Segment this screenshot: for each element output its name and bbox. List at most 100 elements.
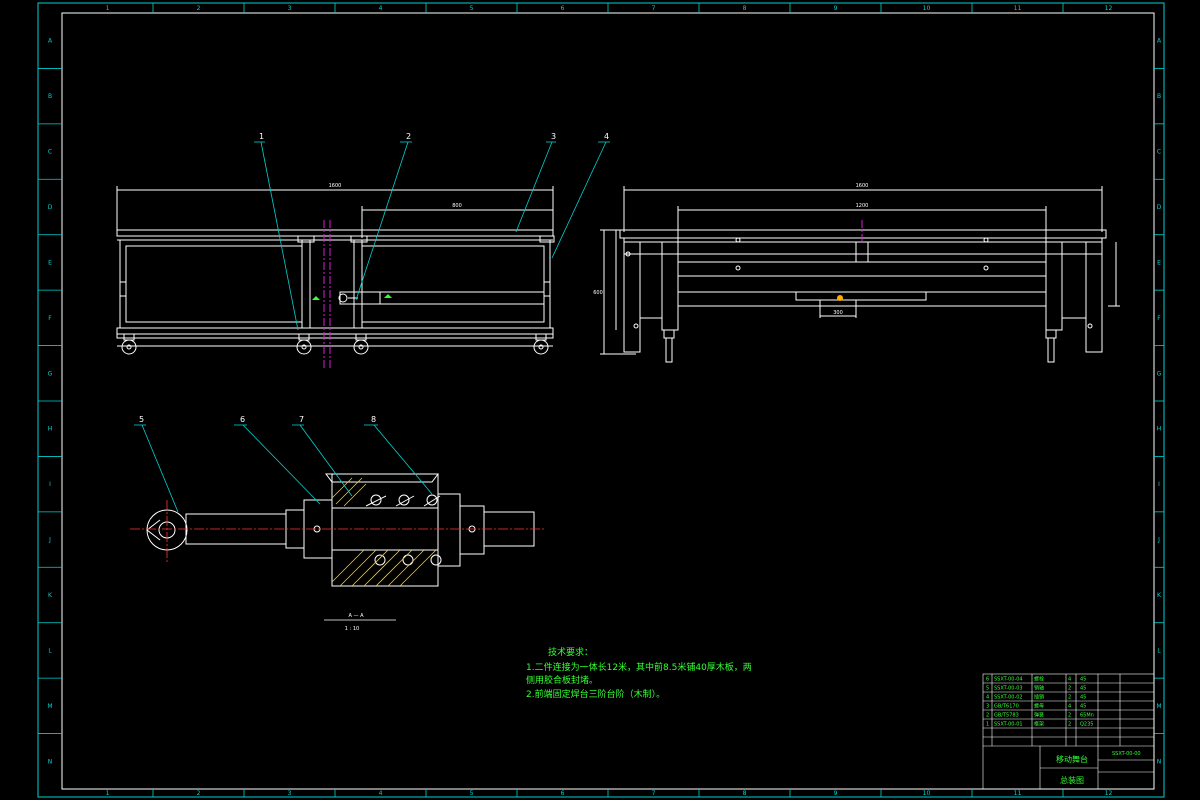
- zone-row-label: L: [1157, 647, 1161, 654]
- bom-qty: 4: [1068, 677, 1071, 683]
- bom-name: 螺母: [1034, 703, 1044, 710]
- caster-wheel-2: [296, 333, 312, 355]
- zone-column-label: 3: [288, 790, 292, 797]
- bom-qty: 2: [1068, 722, 1071, 728]
- bom-code: GB/T6170: [994, 704, 1019, 710]
- bom-code: SSXT-00-03: [994, 686, 1023, 692]
- bom-qty: 2: [1068, 686, 1071, 692]
- zone-column-label: 1: [106, 790, 110, 797]
- zone-column-label: 5: [470, 5, 474, 12]
- caster-wheel-1: [121, 333, 137, 355]
- bom-qty: 4: [1068, 704, 1071, 710]
- zone-row-label: C: [48, 149, 52, 156]
- zone-row-label: B: [1157, 93, 1161, 100]
- zone-column-label: 10: [923, 5, 931, 12]
- zone-row-label: E: [48, 259, 52, 266]
- balloon-number: 1: [259, 132, 264, 141]
- balloon-number: 6: [240, 415, 245, 424]
- section-detail-axis: [130, 500, 546, 562]
- section-scale: 1 : 10: [345, 626, 359, 632]
- title-block-name: 移动舞台: [1056, 754, 1088, 764]
- balloon-number: 3: [551, 132, 556, 141]
- side-caster-right: [1045, 329, 1057, 363]
- zone-row-label: J: [48, 537, 51, 544]
- bom-material: 45: [1080, 695, 1086, 701]
- balloon-number: 8: [371, 415, 376, 424]
- zone-column-label: 11: [1014, 790, 1022, 797]
- title-block-drawing-no: 总装图: [1060, 775, 1084, 785]
- center-axis-lines: [323, 220, 331, 368]
- bom-material: Q235: [1080, 722, 1093, 728]
- zone-column-label: 9: [834, 790, 838, 797]
- section-detail-view: [146, 473, 535, 587]
- zone-column-label: 6: [561, 790, 565, 797]
- zone-column-label: 4: [379, 5, 383, 12]
- dim-side-partial: 1200: [856, 203, 869, 209]
- dim-side-overall: 1600: [856, 183, 869, 189]
- bom-qty: 2: [1068, 713, 1071, 719]
- zone-column-label: 11: [1014, 5, 1022, 12]
- bom-index: 2: [986, 713, 989, 719]
- zone-row-label: I: [49, 481, 51, 488]
- zone-column-label: 10: [923, 790, 931, 797]
- zone-column-label: 5: [470, 790, 474, 797]
- side-view: [600, 186, 1120, 363]
- bom-material: 45: [1080, 704, 1086, 710]
- bom-code: SSXT-00-01: [994, 722, 1023, 728]
- section-label: A — A: [348, 613, 364, 619]
- zone-column-label: 12: [1105, 790, 1113, 797]
- side-caster-left: [663, 329, 675, 363]
- zone-row-label: I: [1158, 481, 1160, 488]
- zone-column-label: 7: [652, 790, 656, 797]
- dim-front-partial: 800: [452, 203, 462, 209]
- section-markers: [312, 294, 392, 300]
- bom-name: 弹簧: [1034, 712, 1044, 719]
- zone-column-label: 8: [743, 5, 747, 12]
- zone-row-label: B: [48, 93, 52, 100]
- front-view: [116, 186, 555, 355]
- zone-row-label: H: [48, 426, 53, 433]
- zone-column-label: 8: [743, 790, 747, 797]
- caster-wheel-4: [533, 333, 549, 355]
- zone-row-label: M: [47, 703, 52, 710]
- zone-row-label: D: [1157, 204, 1162, 211]
- bom-code: GB/T5783: [994, 713, 1019, 719]
- balloon-number: 5: [139, 415, 144, 424]
- title-block-code: SSXT-00-00: [1112, 751, 1141, 757]
- bom-index: 4: [986, 695, 989, 701]
- bom-index: 6: [986, 677, 989, 683]
- bom-name: 螺栓: [1034, 676, 1044, 683]
- bom-name: 插销: [1034, 694, 1044, 701]
- notes-title: 技术要求：: [548, 646, 593, 658]
- bom-index: 3: [986, 704, 989, 710]
- zone-row-label: N: [48, 758, 53, 765]
- bom-name: 销轴: [1034, 685, 1044, 692]
- zone-row-label: K: [48, 592, 53, 599]
- zone-column-label: 7: [652, 5, 656, 12]
- zone-column-label: 3: [288, 5, 292, 12]
- zone-ticks: [38, 3, 1164, 797]
- zone-column-label: 2: [197, 5, 201, 12]
- zone-row-label: F: [1157, 315, 1161, 322]
- bom-qty: 2: [1068, 695, 1071, 701]
- zone-row-label: A: [48, 38, 53, 45]
- zone-row-label: G: [48, 370, 53, 377]
- zone-row-label: L: [48, 647, 52, 654]
- notes-line-1: 1.二件连接为一体长12米，其中前8.5米铺40厚木板，两: [526, 661, 752, 673]
- zone-row-label: C: [1157, 149, 1161, 156]
- zone-column-label: 2: [197, 790, 201, 797]
- bom-code: SSXT-00-02: [994, 695, 1023, 701]
- dim-side-bottom: 300: [833, 310, 843, 316]
- notes-line-2: 侧用胶合板封堵。: [526, 674, 598, 686]
- notes-line-3: 2.前端固定焊台三阶台阶（木制）。: [526, 688, 665, 700]
- zone-column-label: 6: [561, 5, 565, 12]
- side-pivot-point: [837, 295, 843, 301]
- bom-code: SSXT-00-04: [994, 677, 1023, 683]
- section-hatching: [331, 477, 437, 587]
- zone-row-label: N: [1157, 758, 1162, 765]
- zone-row-label: J: [1157, 537, 1160, 544]
- zone-row-label: D: [48, 204, 53, 211]
- balloon-number: 4: [604, 132, 609, 141]
- dim-front-overall: 1600: [329, 183, 342, 189]
